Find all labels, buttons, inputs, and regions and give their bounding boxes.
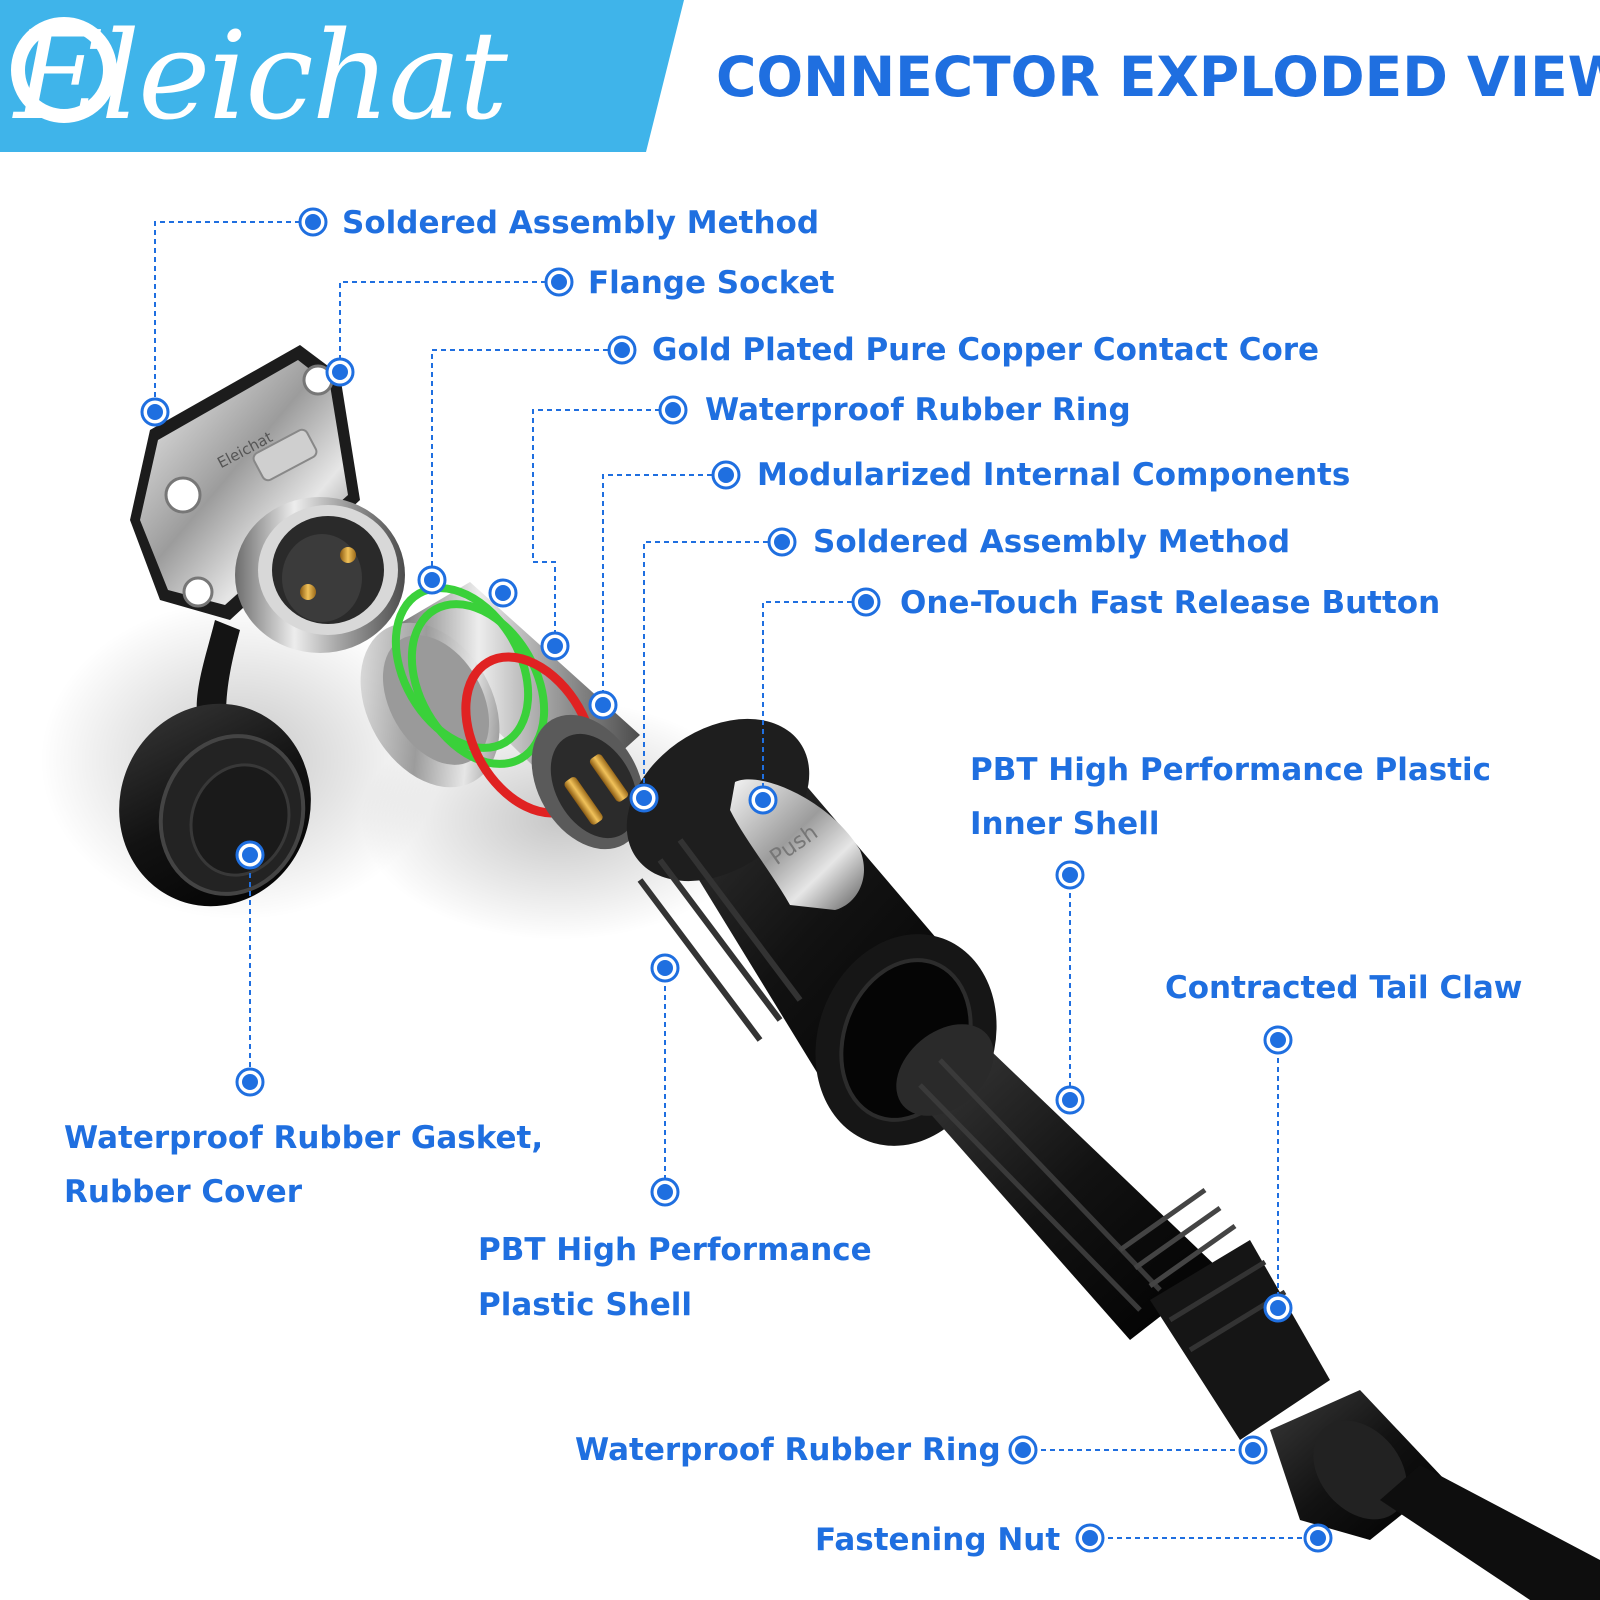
callout-gasket-line1: Waterproof Rubber Gasket, <box>64 1120 544 1156</box>
callout-contact-core: Gold Plated Pure Copper Contact Core <box>652 332 1320 368</box>
callout-tail-claw: Contracted Tail Claw <box>1165 970 1523 1006</box>
contact-core-part <box>360 582 645 850</box>
brand-banner <box>0 0 684 152</box>
callout-flange-socket: Flange Socket <box>588 265 835 301</box>
callout-gasket-line2: Rubber Cover <box>64 1174 302 1210</box>
callout-outer-shell-line2: Plastic Shell <box>478 1287 693 1323</box>
callout-soldered-assembly-mid: Soldered Assembly Method <box>813 524 1291 560</box>
callout-soldered-assembly-top: Soldered Assembly Method <box>342 205 820 241</box>
callout-release-button: One-Touch Fast Release Button <box>900 585 1441 621</box>
callout-rubber-ring-upper: Waterproof Rubber Ring <box>705 392 1131 428</box>
leader-lines <box>154 221 1318 1539</box>
callout-rubber-ring-lower: Waterproof Rubber Ring <box>575 1432 1001 1468</box>
inner-shell-part <box>896 1024 1237 1340</box>
brand-logo-swirl-icon <box>11 17 117 123</box>
cable <box>1380 1465 1600 1600</box>
callout-inner-shell-line2: Inner Shell <box>970 806 1160 842</box>
callout-outer-shell-line1: PBT High Performance <box>478 1232 872 1268</box>
page-title: CONNECTOR EXPLODED VIEW <box>716 45 1600 109</box>
callout-internal-components: Modularized Internal Components <box>757 457 1351 493</box>
callout-markers <box>140 207 1333 1553</box>
flange-socket-part: Eleichat <box>130 345 405 735</box>
callout-inner-shell-line1: PBT High Performance Plastic <box>970 752 1492 788</box>
callout-fastening-nut: Fastening Nut <box>815 1522 1061 1558</box>
brand-wordmark: Eleichat <box>14 5 508 147</box>
green-rubber-ring <box>391 584 533 752</box>
